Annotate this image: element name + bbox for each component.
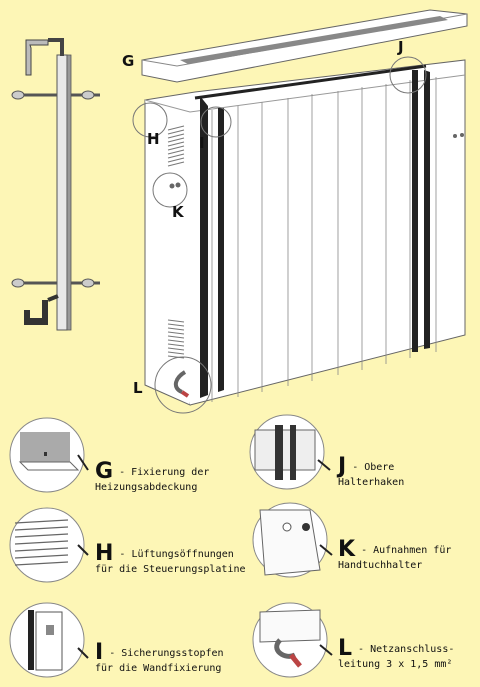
legend-j-line2: Halterhaken <box>338 477 405 488</box>
label-h: H <box>147 130 160 148</box>
legend-l-letter: L <box>338 636 353 661</box>
legend-h-line1: - Lüftungsöffnungen <box>119 549 234 560</box>
legend-h-line2: für die Steuerungsplatine <box>95 564 246 575</box>
legend-g: G - Fixierung der Heizungsabdeckung <box>95 461 210 495</box>
label-k: K <box>172 203 185 221</box>
legend-l-line1: - Netzanschluss- <box>358 644 455 655</box>
legend-g-line2: Heizungsabdeckung <box>95 482 198 493</box>
legend-h: H - Lüftungsöffnungen für die Steuerungsp… <box>95 543 246 577</box>
legend-h-letter: H <box>95 541 114 566</box>
legend-k-line2: Handtuchhalter <box>338 560 423 571</box>
wall-bracket <box>11 38 100 331</box>
legend-k-line1: - Aufnahmen für <box>361 545 452 556</box>
detail-h <box>9 507 89 583</box>
detail-l <box>252 602 333 678</box>
legend-k: K - Aufnahmen für Handtuchhalter <box>338 539 452 573</box>
legend-i-letter: I <box>95 640 104 665</box>
label-l: L <box>133 379 143 397</box>
label-g: G <box>122 52 134 70</box>
legend-g-line1: - Fixierung der <box>119 467 210 478</box>
label-j: J <box>397 38 404 56</box>
legend-i: I - Sicherungsstopfen für die Wandfixieru… <box>95 642 224 676</box>
legend-g-letter: G <box>95 459 114 484</box>
legend-k-letter: K <box>338 537 356 562</box>
legend-j: J - Obere Halterhaken <box>338 456 405 490</box>
detail-g <box>9 417 89 493</box>
detail-i <box>9 602 89 678</box>
label-i: I <box>199 134 205 152</box>
heater-cover <box>141 9 468 83</box>
radiator-body <box>132 56 466 414</box>
legend-l-line2: leitung 3 x 1,5 mm² <box>338 659 453 670</box>
detail-j <box>249 414 331 490</box>
legend-i-line1: - Sicherungsstopfen <box>109 648 224 659</box>
legend-i-line2: für die Wandfixierung <box>95 663 222 674</box>
legend-j-line1: - Obere <box>352 462 395 473</box>
legend-l: L - Netzanschluss- leitung 3 x 1,5 mm² <box>338 638 455 672</box>
legend-j-letter: J <box>338 454 347 479</box>
detail-k <box>252 502 333 578</box>
